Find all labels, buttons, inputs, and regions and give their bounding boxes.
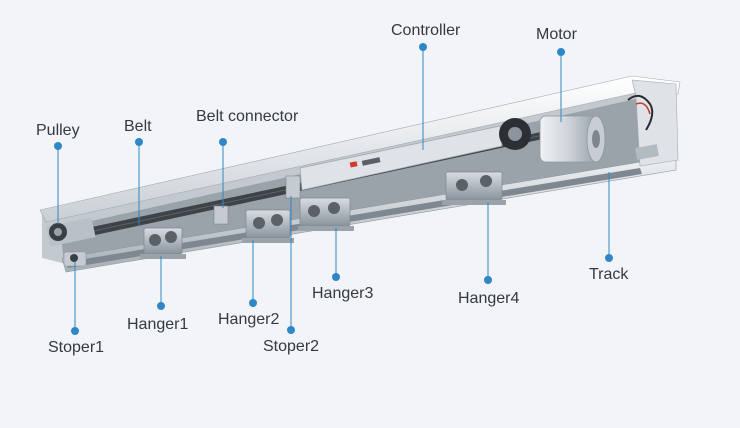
label-stoper1: Stoper1	[48, 339, 105, 356]
dot-icon	[249, 299, 257, 307]
dot-icon	[71, 327, 79, 335]
controller-led	[349, 161, 358, 168]
hanger3-part	[298, 197, 354, 231]
dot-icon	[332, 273, 340, 281]
label-pulley: Pulley	[36, 122, 80, 139]
dot-icon	[157, 302, 165, 310]
dot-icon	[135, 138, 143, 146]
stoper1-part	[63, 251, 87, 267]
dot-icon	[287, 326, 295, 334]
label-track: Track	[589, 266, 629, 283]
controller-box	[299, 125, 503, 191]
belt-connector-part	[213, 205, 229, 225]
label-belt-connector: Belt connector	[196, 108, 299, 125]
motor-body	[539, 115, 606, 163]
label-motor: Motor	[536, 26, 577, 43]
motor-gear-hub	[508, 127, 522, 141]
label-stoper2: Stoper2	[263, 338, 320, 355]
label-hanger3: Hanger3	[312, 285, 374, 302]
label-controller: Controller	[391, 22, 461, 39]
hanger1-part	[140, 227, 186, 259]
dot-icon	[419, 43, 427, 51]
header-top-lip	[39, 75, 681, 223]
dot-icon	[54, 142, 62, 150]
motor-wire-red	[635, 102, 651, 115]
dot-icon	[605, 254, 613, 262]
label-belt: Belt	[124, 118, 152, 135]
callout-dots	[54, 43, 613, 335]
hanger4-part	[442, 171, 506, 205]
stoper2-part	[285, 175, 301, 199]
label-hanger2: Hanger2	[218, 311, 280, 328]
motor-wires	[627, 94, 654, 131]
right-bracket	[635, 144, 659, 160]
label-hanger1: Hanger1	[127, 316, 189, 333]
pulley-assembly	[46, 217, 96, 247]
label-hanger4: Hanger4	[458, 290, 520, 307]
dot-icon	[484, 276, 492, 284]
callout-lines	[57, 47, 610, 331]
dot-icon	[557, 48, 565, 56]
end-cap-right	[631, 79, 679, 167]
hanger2-part	[242, 209, 294, 243]
dot-icon	[219, 138, 227, 146]
controller-display	[361, 157, 381, 166]
